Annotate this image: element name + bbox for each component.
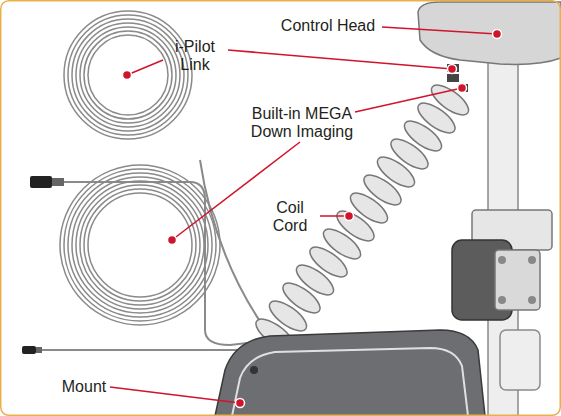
part-label: Control Head	[272, 17, 384, 35]
leader-lines	[110, 27, 497, 403]
cable-connectors	[22, 176, 64, 354]
part-label: Mount	[56, 378, 112, 396]
coiled-cable-bottom	[60, 165, 220, 325]
head-ports	[447, 64, 468, 92]
mount-trim	[232, 348, 468, 416]
leader-dots	[123, 30, 502, 408]
part-label: Built-in MEGA Down Imaging	[238, 105, 366, 141]
part-label: i-Pilot Link	[163, 38, 227, 74]
mount-screw	[250, 366, 258, 374]
coiled-cable-top	[64, 11, 192, 139]
part-label: Coil Cord	[262, 199, 318, 235]
mount-base	[215, 330, 485, 416]
